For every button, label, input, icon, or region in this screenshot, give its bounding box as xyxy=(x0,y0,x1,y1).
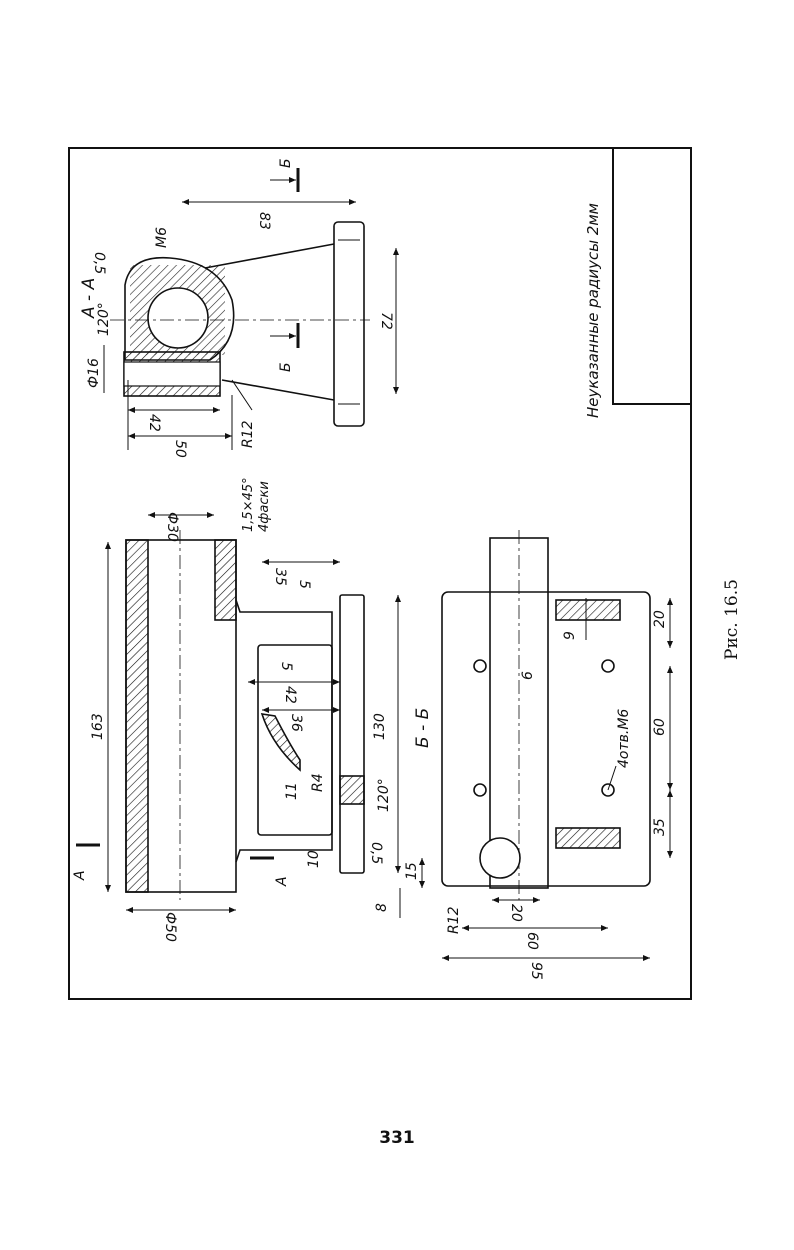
dim-bb-holes: 4отв.М6 xyxy=(616,709,632,768)
dim-main-8: 8 xyxy=(374,903,390,912)
dim-bb-9: 9 xyxy=(562,631,578,640)
dim-main-36: 36 xyxy=(288,714,304,732)
dim-main-r4: R4 xyxy=(310,773,326,792)
main-window xyxy=(257,644,333,836)
aa-web xyxy=(204,243,335,401)
dim-main-5b: 5 xyxy=(278,662,294,671)
dim-aa-f16: Ф16 xyxy=(86,358,102,388)
dim-main-05: 0,5 xyxy=(368,842,384,864)
dim-bb-35: 35 xyxy=(652,818,668,836)
label-a-left: А xyxy=(72,870,88,881)
bb-hole-1 xyxy=(473,659,487,673)
dim-main-35: 35 xyxy=(272,568,288,586)
dim-bb-6: 6 xyxy=(520,671,536,680)
figure-caption-text: Рис. 16.5 xyxy=(722,579,742,660)
bb-boss xyxy=(479,837,521,879)
main-flange xyxy=(339,594,365,874)
dim-aa-42: 42 xyxy=(146,414,162,432)
dim-main-f30: Ф30 xyxy=(164,512,180,542)
dim-main-chamfer: 1,5×45° xyxy=(241,477,256,532)
labels: А - А 83 72 M6 0,5 120° Ф16 42 50 R12 Б … xyxy=(72,158,668,980)
aa-bore xyxy=(147,287,209,349)
dim-aa-m6: M6 xyxy=(154,227,170,248)
bb-hole-4 xyxy=(601,783,615,797)
bb-hole-3 xyxy=(601,659,615,673)
aa-flange xyxy=(333,221,365,427)
dim-main-163: 163 xyxy=(90,713,106,740)
dim-aa-05: 0,5 xyxy=(91,252,107,274)
dim-aa-50: 50 xyxy=(172,440,188,458)
dim-bb-15: 15 xyxy=(404,862,420,880)
note-radii: Неуказанные радиусы 2мм xyxy=(584,203,602,418)
dim-main-11: 11 xyxy=(284,782,300,800)
dim-bb-60a: 60 xyxy=(652,718,668,736)
dim-bb-20a: 20 xyxy=(652,610,668,628)
dim-main-120: 120° xyxy=(376,778,392,812)
figure-caption: Рис. 16.5 xyxy=(712,550,752,670)
label-bb-title: Б - Б xyxy=(413,708,433,748)
dim-main-42: 42 xyxy=(282,686,298,704)
label-aa-title: А - А xyxy=(79,278,99,319)
dim-aa-r12: R12 xyxy=(240,420,256,448)
dim-aa-72: 72 xyxy=(378,312,394,330)
dim-bb-60b: 60 xyxy=(524,932,540,950)
label-b-mid: Б xyxy=(278,362,294,372)
label-a-right: А xyxy=(274,876,290,887)
dim-aa-83: 83 xyxy=(256,212,272,230)
dim-bb-20b: 20 xyxy=(508,904,524,922)
drawing-frame xyxy=(68,147,692,1000)
dim-main-130: 130 xyxy=(372,713,388,740)
title-block xyxy=(612,147,692,405)
section-aa xyxy=(103,168,399,450)
main-tube-wall xyxy=(125,539,149,893)
main-view xyxy=(76,512,401,913)
label-b-top: Б xyxy=(278,158,294,168)
main-body xyxy=(235,599,333,863)
dim-aa-120: 120° xyxy=(96,302,112,336)
section-bb xyxy=(399,530,673,961)
bb-hole-2 xyxy=(473,783,487,797)
dim-main-5a: 5 xyxy=(296,580,312,589)
page-number: 331 xyxy=(379,1128,415,1148)
dim-bb-95: 95 xyxy=(528,962,544,980)
dim-main-4chamfers: 4фаски xyxy=(257,481,272,532)
dim-main-10: 10 xyxy=(306,850,322,868)
bb-plate xyxy=(441,591,651,887)
dim-main-f50: Ф50 xyxy=(162,912,178,942)
dim-bb-r12: R12 xyxy=(446,906,462,934)
